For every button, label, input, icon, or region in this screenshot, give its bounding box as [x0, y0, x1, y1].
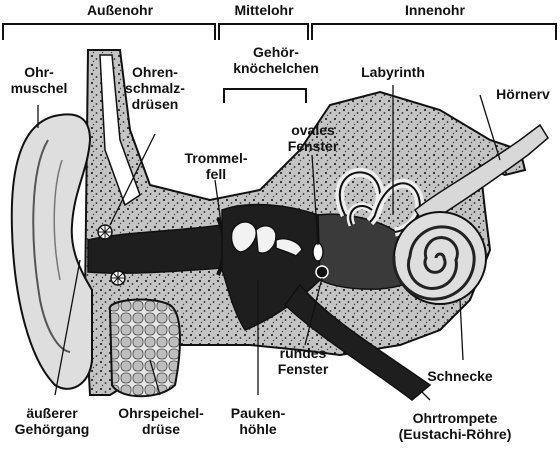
parotid-shape	[108, 298, 181, 398]
label-tympanic-cavity: Pauken- höhle	[222, 405, 294, 437]
label-cerumen-glands: Ohren- schmalz- drüsen	[118, 64, 192, 112]
section-brackets	[2, 23, 557, 103]
auricle-shape	[10, 113, 93, 390]
eustachian-tube-shape	[283, 283, 432, 401]
label-eardrum: Trommel- fell	[176, 150, 256, 182]
cerumen-gland-marks	[97, 224, 126, 286]
label-ossicles-line1: Gehör-	[253, 44, 299, 60]
auditory-nerve-shape	[413, 123, 549, 227]
label-ossicles: Gehör- knöchelchen	[228, 44, 324, 76]
label-cochlea-line1: Schnecke	[427, 368, 493, 384]
label-labyrinth: Labyrinth	[350, 64, 436, 80]
label-eustachian-tube-line2: (Eustachi-Röhre)	[398, 426, 512, 442]
label-oval-window-line2: Fenster	[287, 138, 339, 154]
label-cerumen-glands-line2: schmalz-	[125, 80, 185, 96]
label-ear-canal-line1: äußerer	[26, 405, 78, 421]
label-ear-canal-line2: Gehörgang	[14, 421, 90, 437]
bracket-outer-ear	[2, 23, 216, 40]
label-auricle-line1: Ohr-	[24, 64, 54, 80]
label-labyrinth-line1: Labyrinth	[361, 64, 425, 80]
round-window-shape	[315, 265, 329, 279]
label-round-window-line2: Fenster	[277, 361, 329, 377]
label-auditory-nerve-line1: Hörnerv	[496, 86, 550, 102]
label-eustachian-tube-line1: Ohrtrompete	[412, 410, 498, 426]
label-cochlea: Schnecke	[420, 368, 500, 384]
auricle-inner	[53, 159, 63, 281]
label-cerumen-glands-line3: drüsen	[131, 96, 179, 112]
leader-lines	[37, 85, 501, 401]
label-auditory-nerve: Hörnerv	[490, 86, 556, 102]
label-auricle-line2: muschel	[10, 80, 68, 96]
label-parotid-line1: Ohrspeichel-	[118, 405, 204, 421]
label-round-window: rundes Fenster	[265, 345, 341, 377]
label-oval-window: ovales Fenster	[278, 122, 348, 154]
label-parotid: Ohrspeichel- drüse	[108, 405, 214, 437]
bone-channel	[99, 54, 141, 207]
label-oval-window-line1: ovales	[291, 122, 335, 138]
auricle-fold	[32, 139, 71, 353]
ossicle-shapes	[230, 221, 303, 257]
label-ear-canal: äußerer Gehörgang	[2, 405, 102, 437]
label-cerumen-glands-line1: Ohren-	[132, 64, 178, 80]
label-eardrum-line1: Trommel-	[184, 150, 248, 166]
section-outer-ear: Außenohr	[86, 2, 154, 18]
label-parotid-line2: drüse	[141, 421, 181, 437]
label-round-window-line1: rundes	[279, 345, 327, 361]
label-ossicles-line2: knöchelchen	[233, 60, 319, 76]
label-tympanic-cavity-line2: höhle	[239, 421, 277, 437]
cochlea-shape	[392, 211, 487, 305]
bracket-middle-ear	[218, 23, 309, 40]
label-auricle: Ohr- muschel	[6, 64, 72, 96]
bracket-ossicles	[223, 88, 307, 103]
section-inner-ear: Innenohr	[405, 2, 465, 18]
section-middle-ear: Mittelohr	[234, 2, 294, 18]
label-eardrum-line2: fell	[205, 166, 227, 182]
label-tympanic-cavity-line1: Pauken-	[230, 405, 286, 421]
label-eustachian-tube: Ohrtrompete (Eustachi-Röhre)	[380, 410, 530, 442]
bracket-inner-ear	[311, 23, 557, 40]
oval-window-shape	[312, 242, 324, 262]
